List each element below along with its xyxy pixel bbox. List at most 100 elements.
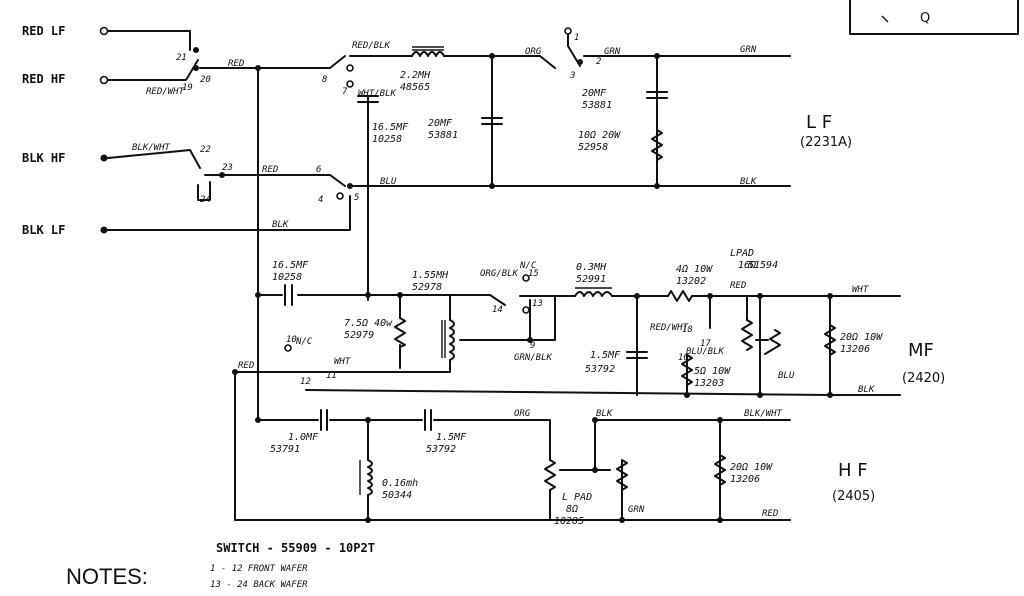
wire-label: BLK xyxy=(740,177,757,187)
wire-label: GRN/BLK xyxy=(514,353,553,363)
wire-label: ORG/BLK xyxy=(480,269,519,279)
corner-box: Q xyxy=(849,0,1019,35)
c2-value: 20MF xyxy=(428,118,453,129)
l1-part: 48565 xyxy=(400,82,430,93)
notes-line-2: 13 - 24 BACK WAFER xyxy=(210,580,308,590)
wire-label: BLK xyxy=(596,409,613,419)
capacitor-c1: 20MF 53881 xyxy=(582,88,668,111)
switch-number: 12 xyxy=(300,377,311,387)
switch-number: 21 xyxy=(176,53,187,63)
terminal-red-hf: RED HF xyxy=(22,72,65,86)
c4-value: 16.5MF xyxy=(272,260,309,271)
wire-label: RED/BLK xyxy=(352,41,391,51)
lf-wiring xyxy=(107,30,791,421)
notes-line-1: 1 - 12 FRONT WAFER xyxy=(210,564,308,574)
c2-part: 53881 xyxy=(428,130,458,141)
wire-label: BLU/BLK xyxy=(686,347,725,357)
capacitor-c6: 1.0MF 53791 xyxy=(270,409,328,455)
switch-number: 4 xyxy=(318,195,323,205)
capacitor-c4: 16.5MF 10258 xyxy=(272,260,309,306)
switch-number: 2 xyxy=(596,57,601,67)
wire-label: RED/WHT xyxy=(650,323,689,333)
wire-label: GRN xyxy=(604,47,621,57)
wire-label: WHT/BLK xyxy=(358,89,397,99)
c1-value: 20MF xyxy=(582,88,607,99)
wire-label: WHT xyxy=(334,357,351,367)
wire-label: N/C xyxy=(295,337,313,347)
switch-number: 7 xyxy=(342,87,348,97)
r2-part: 52979 xyxy=(344,330,374,341)
wire-label: N/C xyxy=(519,261,537,271)
wire-label: RED xyxy=(238,361,254,371)
section-mf-name: MF xyxy=(908,340,934,361)
c1-part: 53881 xyxy=(582,100,612,111)
l3-part: 52991 xyxy=(576,274,606,285)
c6-value: 1.0MF xyxy=(288,432,319,443)
wire-label: GRN xyxy=(628,505,645,515)
switch-numbers: 21 20 19 8 7 1 3 2 22 23 24 6 5 4 15 13 … xyxy=(176,33,711,387)
r4-value: 20Ω 10W xyxy=(840,332,883,343)
switch-number: 23 xyxy=(222,163,233,173)
notes-title: NOTES: xyxy=(66,564,148,589)
resistor-r4: 20Ω 10W 13206 xyxy=(824,324,883,356)
hf-wiring xyxy=(257,419,791,521)
lpad1-label: LPAD xyxy=(730,248,754,259)
resistor-r6: 20Ω 10W 13206 xyxy=(714,454,773,486)
wire-label: ORG xyxy=(514,409,531,419)
inductor-l1: 2.2MH 48565 xyxy=(400,46,445,93)
switch-number: 18 xyxy=(682,325,693,335)
switch-number: 1 xyxy=(574,33,579,43)
switch-number: 20 xyxy=(200,75,211,85)
c5-part: 53792 xyxy=(585,364,615,375)
switch-number: 16 xyxy=(678,353,689,363)
lpad1-sub: 16Ω xyxy=(738,260,756,271)
wire-label: BLU xyxy=(380,177,397,187)
wire-label: BLU xyxy=(778,371,795,381)
switch-number: 24 xyxy=(200,195,211,205)
wire-label: RED xyxy=(762,509,778,519)
r6-part: 13206 xyxy=(730,474,760,485)
wire-label: BLK/WHT xyxy=(132,143,171,153)
switch-number: 15 xyxy=(528,269,539,279)
wire-label: BLK xyxy=(858,385,875,395)
terminal-blk-lf-post xyxy=(100,226,108,234)
r1-part: 52958 xyxy=(578,142,608,153)
switch-number: 10 xyxy=(286,335,297,345)
resistor-r3: 4Ω 10W 13202 xyxy=(667,264,713,302)
resistor-r1: 10Ω 20W 52958 xyxy=(578,129,663,161)
wire-label: ORG xyxy=(525,47,542,57)
lpad2-label: L PAD xyxy=(562,492,592,503)
terminal-blk-hf: BLK HF xyxy=(22,151,65,165)
l2-value: 1.55MH xyxy=(412,270,449,281)
r1-value: 10Ω 20W xyxy=(578,130,621,141)
c3-part: 10258 xyxy=(372,134,402,145)
l1-value: 2.2MH xyxy=(400,70,431,81)
section-lf-model: (2231A) xyxy=(800,135,852,150)
switch-number: 8 xyxy=(322,75,327,85)
wire-label: GRN xyxy=(740,45,757,55)
wire-label: RED xyxy=(730,281,746,291)
lpad-2: L PAD 8Ω 10285 xyxy=(544,459,628,527)
capacitor-c7: 1.5MF 53792 xyxy=(424,409,467,455)
r3-value: 4Ω 10W xyxy=(676,264,713,275)
capacitor-c2: 20MF 53881 xyxy=(428,117,503,141)
switch-number: 22 xyxy=(200,145,211,155)
lpad2-sub: 8Ω xyxy=(566,504,578,515)
r3-part: 13202 xyxy=(676,276,706,287)
capacitor-c3: 16.5MF 10258 xyxy=(357,95,409,145)
wire-label: RED/WHT xyxy=(146,87,185,97)
inductor-l4: 0.16mh 50344 xyxy=(359,459,418,501)
switch-number: 6 xyxy=(316,165,321,175)
inductor-l3: 0.3MH 52991 xyxy=(574,262,613,297)
terminal-red-hf-post xyxy=(99,75,109,85)
resistor-r5: 5Ω 10W 13203 xyxy=(681,354,731,389)
terminal-red-lf-post xyxy=(99,26,109,36)
wire-label: WHT xyxy=(852,285,869,295)
switch-number: 14 xyxy=(492,305,503,315)
r5-part: 13203 xyxy=(694,378,724,389)
c7-part: 53792 xyxy=(426,444,456,455)
inductor-l2: 1.55MH 52978 xyxy=(412,270,455,361)
capacitor-c5: 1.5MF 53792 xyxy=(585,350,648,375)
r6-value: 20Ω 10W xyxy=(730,462,773,473)
